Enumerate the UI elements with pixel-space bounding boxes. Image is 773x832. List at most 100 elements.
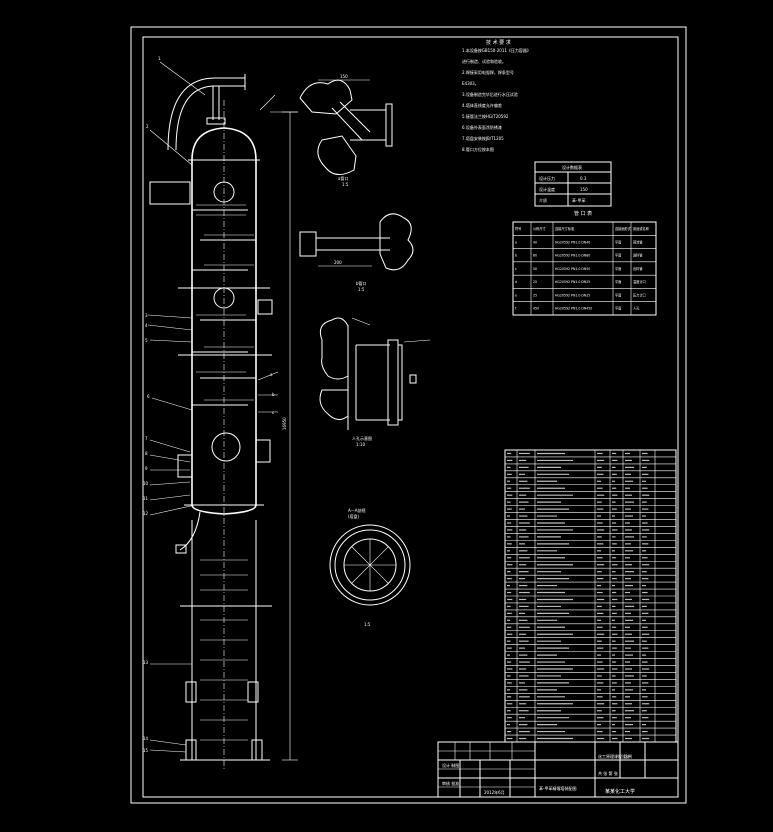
nozzle-cell: HG20592 PN1.0 DN40: [555, 240, 590, 244]
svg-text:介质: 介质: [539, 197, 547, 203]
view2-label: b管口: [356, 280, 367, 286]
svg-text:8: 8: [145, 451, 148, 456]
nozzle-cell: 450: [533, 307, 539, 311]
designer-row: 设计 制图: [442, 762, 459, 768]
tech-req-line: E4303。: [462, 81, 479, 86]
detail-view-1: 150 a管口 1:5: [299, 74, 393, 187]
nozzle-cell: 平面: [615, 307, 621, 311]
tech-req-line: 8.管口方位按本图: [462, 146, 494, 152]
nozzle-cell: 出料管: [633, 266, 643, 271]
nozzle-header: 符号: [515, 226, 521, 231]
scale-label: 比例: [624, 753, 632, 759]
drawing-no: 化工原理课程设计: [598, 753, 630, 759]
nozzle-cell: 25: [533, 293, 537, 297]
nozzle-header: 用途或名称: [633, 226, 650, 231]
nozzle-cell: HG20592 PN1.0 DN80: [555, 254, 590, 258]
svg-text:0.3: 0.3: [580, 176, 587, 181]
svg-text:1: 1: [158, 56, 161, 61]
nozzle-cell: 平面: [615, 267, 621, 271]
svg-text:13: 13: [143, 660, 149, 665]
detail-view-4: A—A剖视 (塔盘) 1:5: [329, 507, 411, 627]
svg-text:6: 6: [147, 394, 150, 399]
date-cell: 2012年6月: [484, 789, 505, 795]
nozzle-cell: 80: [533, 254, 537, 258]
inner-frame: [142, 36, 679, 798]
nozzle-table-title: 管 口 表: [574, 210, 592, 217]
svg-text:b: b: [272, 392, 275, 397]
nozzle-cell: c: [515, 267, 517, 271]
svg-text:2: 2: [146, 124, 149, 129]
nozzle-cell: 40: [533, 240, 537, 244]
tech-req-title: 技 术 要 求: [486, 39, 511, 46]
tech-requirements: 技 术 要 求 1.本设备按GB150-2011《压力容器》进行制造、试验和验收…: [462, 39, 531, 152]
nozzle-cell: HG20592 PN1.0 DN25: [555, 293, 590, 297]
parts-list: [504, 449, 677, 743]
tech-req-line: 5.接管法兰按HG/T20592: [462, 113, 509, 119]
view2-dim: 200: [334, 260, 342, 265]
nozzle-cell: HG20592 PN1.0 DN450: [555, 307, 592, 311]
svg-text:设计温度: 设计温度: [539, 186, 555, 192]
tech-req-line: 7.塔盘安装按JB/T1205: [462, 135, 504, 141]
svg-text:5: 5: [145, 338, 148, 343]
detail-view-3: 人孔示意图 1:10: [319, 317, 431, 447]
view4-scale: 1:5: [364, 622, 371, 627]
title-block: 设计 制图 审核 批准 2012年6月 苯-甲苯精馏塔装配图 化工原理课程设计 …: [437, 741, 679, 798]
view1-label: a管口: [338, 175, 348, 181]
nozzle-cell: 温度计口: [633, 279, 646, 284]
nozzle-header: 连接尺寸标准: [555, 226, 575, 231]
svg-text:150: 150: [580, 187, 588, 192]
svg-text:10: 10: [143, 481, 149, 486]
detail-view-2: 200 b管口 1:5: [299, 213, 414, 292]
view4-label: A—A剖视: [348, 507, 365, 513]
nozzle-cell: 回流管: [633, 239, 643, 244]
svg-text:7: 7: [145, 436, 148, 441]
svg-text:15: 15: [143, 748, 149, 753]
check-row: 审核 批准: [442, 780, 459, 786]
svg-text:3: 3: [145, 313, 148, 318]
nozzle-cell: HG20592 PN1.0 DN25: [555, 280, 590, 284]
tower-dim-total: 16950: [282, 417, 287, 430]
nozzle-cell: 人孔: [633, 306, 640, 311]
view1-scale: 1:5: [342, 182, 349, 187]
nozzle-cell: b: [515, 254, 517, 258]
nozzle-cell: 压力计口: [633, 292, 646, 297]
design-data-table: 设计数据表 设计压力 0.3 设计温度 150 介质 苯-甲苯: [534, 161, 612, 207]
tech-req-line: 3.设备制造完毕后进行水压试验: [462, 91, 518, 97]
svg-text:11: 11: [143, 496, 149, 501]
svg-text:苯-甲苯: 苯-甲苯: [572, 197, 585, 203]
svg-text:设计压力: 设计压力: [539, 175, 555, 181]
tech-req-line: 4.塔体直线度允许偏差: [462, 102, 502, 108]
nozzle-cell: 25: [533, 280, 537, 284]
nozzle-cell: 平面: [615, 240, 621, 244]
sheet-label: 共 张 第 张: [598, 770, 618, 776]
svg-text:14: 14: [143, 736, 149, 741]
nozzle-cell: a: [515, 240, 517, 244]
svg-text:12: 12: [143, 511, 149, 516]
svg-text:4: 4: [145, 323, 148, 328]
tech-req-line: 进行制造、试验和验收。: [462, 58, 506, 64]
view3-scale: 1:10: [356, 442, 365, 447]
svg-text:a: a: [270, 372, 273, 377]
nozzle-cell: e: [515, 293, 517, 297]
nozzle-cell: f: [515, 307, 517, 311]
view3-label: 人孔示意图: [352, 435, 372, 441]
svg-text:c: c: [272, 410, 274, 415]
nozzle-cell: 平面: [615, 254, 621, 258]
nozzle-cell: 进料管: [633, 253, 643, 258]
tech-req-line: 6.设备外表面涂防锈漆: [462, 124, 502, 130]
nozzle-header: 连接面形式: [615, 226, 632, 231]
tech-req-line: 2.焊接采用电弧焊，焊条型号: [462, 69, 514, 75]
tech-req-line: 1.本设备按GB150-2011《压力容器》: [462, 47, 531, 53]
view4-sub: (塔盘): [348, 513, 360, 519]
school-name: 某某化工大学: [605, 788, 635, 795]
nozzle-cell: HG20592 PN1.0 DN50: [555, 267, 590, 271]
nozzle-cell: d: [515, 280, 517, 284]
nozzle-cell: 平面: [615, 280, 621, 284]
design-data-title: 设计数据表: [562, 164, 582, 170]
view1-dim-top: 150: [340, 74, 348, 79]
svg-text:9: 9: [145, 466, 148, 471]
nozzle-cell: 平面: [615, 293, 621, 297]
